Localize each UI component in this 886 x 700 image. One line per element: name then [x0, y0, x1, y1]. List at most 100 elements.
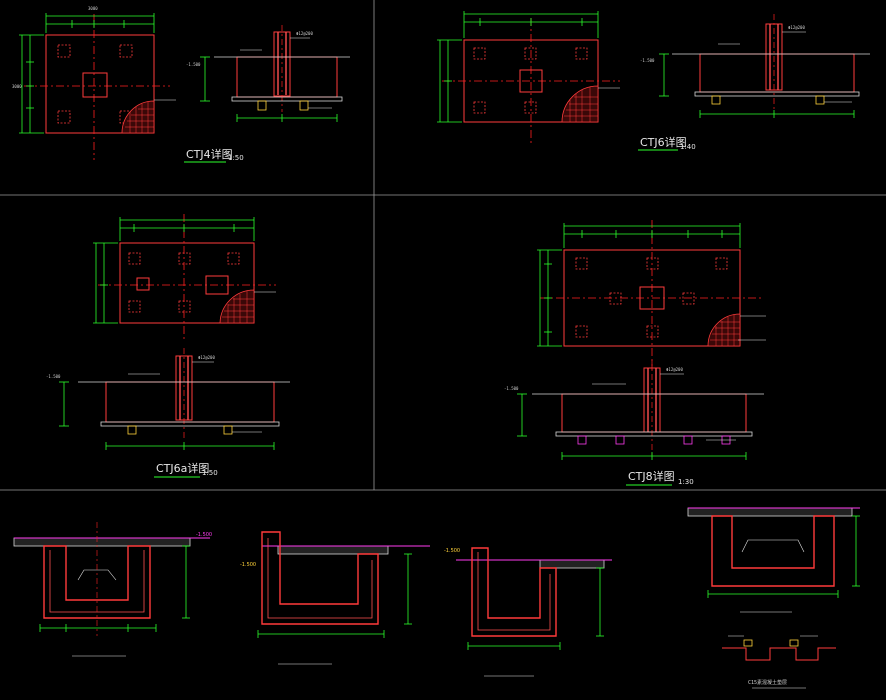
pit1-haunch [77, 569, 117, 581]
ctj6a-detail: Φ12@200 -1.500 CTJ6a详图 1:50 [46, 214, 290, 478]
ctj4-section-view: Φ12@200 -1.500 [186, 25, 350, 122]
ctj6a-anchors [127, 425, 233, 435]
ctj6a-leaders [128, 361, 262, 433]
ctj8-dimensions-top [563, 223, 741, 248]
ctj6-rebar-grid [564, 87, 598, 122]
ctj4-note: Φ12@200 [296, 31, 313, 36]
pit2-slab [277, 545, 389, 555]
ctj6a-section-bedding [100, 421, 280, 427]
ctj6-section-bedding [694, 91, 860, 97]
ctj6a-dimensions-top [119, 217, 255, 241]
ctj6-anchors [711, 95, 825, 105]
ctj4-dim-text-left: 3000 [12, 84, 22, 89]
ctj6a-section-view: Φ12@200 -1.500 [46, 348, 290, 450]
ctj6a-elev: -1.500 [46, 374, 61, 379]
pit3-slab [539, 559, 605, 569]
ctj4-scale: 1:50 [228, 154, 244, 162]
bottom-note: C15素混凝土垫层 [748, 679, 787, 686]
ctj4-leaders [240, 37, 332, 109]
pit2-label: -1.500 [240, 562, 256, 568]
pit2-rebar [267, 538, 373, 619]
pit2-pit-outline [261, 531, 379, 625]
ctj6a-plan-view [93, 214, 276, 340]
ctj8-detail: Φ12@200 -1.500 CTJ8详图 1:30 [504, 220, 766, 486]
ctj6-dimensions-left [437, 39, 462, 123]
ctj6-note: Φ12@200 [788, 25, 805, 30]
ctj4-section-bedding [231, 96, 343, 102]
ctj6-section-dims [659, 53, 855, 118]
ctj6-detail: Φ12@200 -1.500 CTJ6详图 1:40 [437, 11, 870, 151]
ctj4-rebar-corner [121, 100, 155, 134]
ctj8-rebar-corner [707, 313, 741, 347]
ctj8-column-bars [647, 368, 657, 432]
ctj8-section-cap [561, 393, 747, 433]
ctj6a-section-cap [105, 381, 275, 423]
ctj8-scale: 1:30 [678, 478, 694, 486]
ctj8-elev: -1.500 [504, 386, 519, 391]
ctj6a-column-square-a [136, 277, 150, 291]
ctj6-section-view: Φ12@200 -1.500 [640, 14, 870, 118]
ctj4-elev: -1.500 [186, 62, 201, 67]
ctj8-title: CTJ8详图 [628, 469, 675, 483]
ctj4-column-bars [277, 32, 287, 95]
ctj4-dimensions-top [45, 13, 155, 33]
pit4-slab [687, 507, 853, 517]
pit4-haunch [741, 539, 805, 553]
pit3-dims [467, 567, 604, 650]
pit1-pit-outline [43, 545, 151, 619]
ctj8-section-dims [517, 393, 747, 460]
ctj4-title: CTJ4详图 [186, 147, 233, 161]
ctj4-dim-text: 3000 [88, 6, 98, 11]
ctj6a-dimensions-left [93, 242, 118, 324]
ctj6-dimensions-top [463, 11, 599, 38]
pit1-dims [39, 545, 190, 632]
ctj8-dimensions-left [537, 249, 562, 347]
ctj6a-column-square-b [205, 275, 229, 295]
ctj8-note: Φ12@200 [666, 367, 683, 372]
ctj8-leaders-section [592, 373, 736, 441]
ctj6a-note: Φ12@200 [198, 355, 215, 360]
ctj6-column-bars [769, 24, 779, 90]
ctj4-detail: 3000 3000 Φ12@200 [12, 6, 350, 163]
pit3-pit-outline [471, 547, 557, 637]
panel-dividers [0, 0, 886, 491]
ctj8-section-view: Φ12@200 -1.500 [504, 360, 764, 460]
pit4-joint-detail [722, 635, 836, 661]
ctj6a-piles [128, 252, 240, 313]
ctj6a-title: CTJ6a详图 [156, 461, 209, 475]
ctj8-piles [575, 257, 728, 338]
ctj4-pile-cap-outline [45, 34, 155, 134]
ctj6-section-cap [699, 53, 855, 93]
ctj6-title: CTJ6详图 [640, 135, 687, 149]
ctj8-plan-view [537, 220, 766, 370]
ctj4-piles [57, 44, 133, 124]
ctj8-section-bedding [555, 431, 753, 437]
pit-detail-2: -1.500 [240, 531, 430, 665]
ctj6a-rebar-corner [219, 289, 255, 324]
ctj8-leaders [738, 315, 766, 341]
ctj8-rebar-grid [710, 315, 740, 346]
ctj4-section-dims [200, 56, 338, 122]
ctj4-anchors [257, 100, 309, 111]
ctj6-leaders [718, 31, 852, 103]
ctj6a-scale: 1:50 [202, 469, 218, 477]
ctj4-column-square [82, 72, 108, 98]
ctj6-elev: -1.500 [640, 58, 655, 63]
ctj8-column-square [639, 286, 665, 310]
pit-detail-3: -1.500 [444, 547, 612, 677]
ctj6a-column-bars [179, 356, 189, 420]
pit2-dims [257, 553, 412, 638]
pit-detail-4 [687, 507, 860, 689]
ctj6-plan-view [437, 11, 620, 145]
ctj6-column-square [519, 69, 543, 93]
pit-detail-1: -1.500 [13, 522, 212, 657]
pit3-label: -1.500 [444, 548, 460, 554]
pit3-rebar [477, 552, 551, 631]
ctj4-section-cap [236, 56, 338, 98]
ctj6a-pile-cap-outline [119, 242, 255, 324]
ctj4-plan-view: 3000 3000 [12, 6, 176, 160]
ctj4-rebar-grid [125, 102, 154, 133]
ctj6a-section-dims [59, 381, 275, 450]
pit1-label: -1.500 [196, 532, 212, 538]
